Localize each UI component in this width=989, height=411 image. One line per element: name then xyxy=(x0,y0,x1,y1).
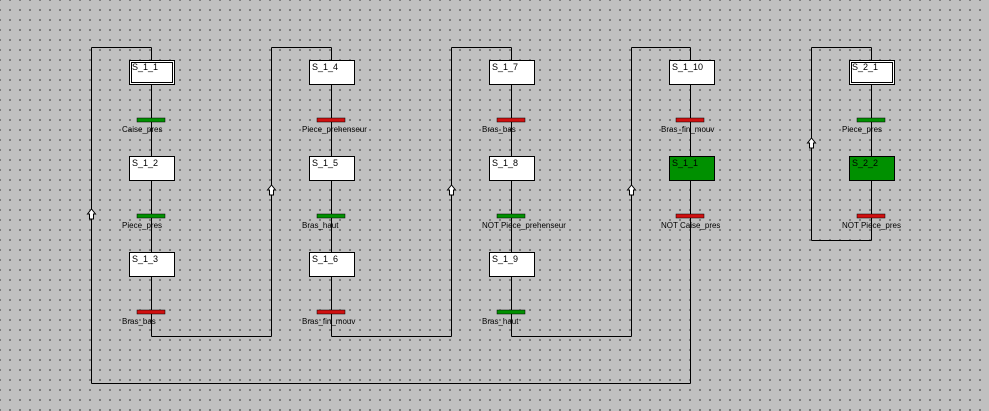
step-label: S_2_2 xyxy=(852,158,878,168)
up-arrow-icon xyxy=(86,208,97,220)
transition-bar[interactable] xyxy=(136,213,166,219)
grafcet1-step[interactable]: S_1_8 xyxy=(489,156,535,181)
step-label: S_1_2 xyxy=(132,158,158,168)
step-box[interactable] xyxy=(849,156,895,181)
grafcet1-transition[interactable]: NOT Caise_pres xyxy=(661,213,720,230)
grafcet1-transition[interactable]: Bras_fin_mouv xyxy=(302,309,355,326)
transition-bar[interactable] xyxy=(316,117,346,123)
step-label: S_1_7 xyxy=(492,62,518,72)
return-arrows xyxy=(86,137,817,220)
step-box[interactable] xyxy=(129,156,175,181)
grafcet1-step[interactable]: S_1_4 xyxy=(309,60,355,85)
transition-bar[interactable] xyxy=(316,309,346,315)
step-box[interactable] xyxy=(309,156,355,181)
transition-bar[interactable] xyxy=(136,117,166,123)
transitions-layer: Caise_presPiece_presBras_basPiece_prehen… xyxy=(122,117,901,326)
up-arrow-icon xyxy=(626,184,637,196)
grafcet1-transition[interactable]: NOT Piece_prehenseur xyxy=(482,213,566,230)
grafcet2-step[interactable]: S_2_2 xyxy=(849,156,895,181)
transition-condition: Bras_bas xyxy=(122,317,156,326)
grafcet1-transition[interactable]: Bras_bas xyxy=(122,309,166,326)
step-label: S_1_1 xyxy=(672,158,698,168)
grafcet1-step[interactable]: S_1_6 xyxy=(309,252,355,277)
step-label: S_1_10 xyxy=(672,62,703,72)
step-box[interactable] xyxy=(309,60,355,85)
grafcet1-transition[interactable]: Bras_bas xyxy=(482,117,526,134)
grafcet1-step[interactable]: S_1_3 xyxy=(129,252,175,277)
step-label: S_2_1 xyxy=(852,62,878,72)
step-label: S_1_5 xyxy=(312,158,338,168)
grafcet2-step[interactable]: S_2_1 xyxy=(849,60,895,85)
grafcet1-transition[interactable]: Caise_pres xyxy=(122,117,166,134)
transition-condition: Piece_prehenseur xyxy=(302,125,367,134)
step-box[interactable] xyxy=(129,60,175,85)
grafcet1-transition[interactable]: Bras_haut xyxy=(482,309,526,326)
grafcet1-step[interactable]: S_1_7 xyxy=(489,60,535,85)
grafcet1-transition[interactable]: Piece_pres xyxy=(122,213,166,230)
initial-step-marker xyxy=(131,62,173,83)
link-lines xyxy=(91,47,872,384)
grafcet1-step[interactable]: S_1_1 xyxy=(669,156,715,181)
grafcet1-transition[interactable]: Bras_fin_mouv xyxy=(661,117,714,134)
transition-bar[interactable] xyxy=(856,117,886,123)
transition-condition: Piece_pres xyxy=(122,221,162,230)
grafcet1-step[interactable]: S_1_9 xyxy=(489,252,535,277)
transition-bar[interactable] xyxy=(856,213,886,219)
transition-condition: NOT Piece_prehenseur xyxy=(482,221,566,230)
step-box[interactable] xyxy=(309,252,355,277)
grafcet1-transition[interactable]: Bras_haut xyxy=(302,213,346,230)
transition-condition: Bras_bas xyxy=(482,125,516,134)
transition-bar[interactable] xyxy=(496,309,526,315)
step-box[interactable] xyxy=(129,252,175,277)
step-box[interactable] xyxy=(489,156,535,181)
step-label: S_1_4 xyxy=(312,62,338,72)
up-arrow-icon xyxy=(806,137,817,149)
up-arrow-icon xyxy=(266,184,277,196)
transition-condition: Bras_fin_mouv xyxy=(661,125,714,134)
transition-bar[interactable] xyxy=(136,309,166,315)
grafcet1-transition[interactable]: Piece_prehenseur xyxy=(302,117,367,134)
step-label: S_1_8 xyxy=(492,158,518,168)
step-box[interactable] xyxy=(489,252,535,277)
grafcet1-step[interactable]: S_1_2 xyxy=(129,156,175,181)
initial-step-marker xyxy=(851,62,893,83)
transition-condition: Piece_pres xyxy=(842,125,882,134)
transition-condition: NOT Caise_pres xyxy=(661,221,720,230)
transition-bar[interactable] xyxy=(675,117,705,123)
grafcet1-step[interactable]: S_1_5 xyxy=(309,156,355,181)
grafcet1-step[interactable]: S_1_10 xyxy=(669,60,715,85)
transition-condition: Bras_haut xyxy=(302,221,339,230)
step-label: S_1_9 xyxy=(492,254,518,264)
grafcet2-transition[interactable]: NOT Piece_pres xyxy=(842,213,901,230)
transition-bar[interactable] xyxy=(316,213,346,219)
transition-bar[interactable] xyxy=(496,117,526,123)
transition-condition: Bras_haut xyxy=(482,317,519,326)
step-label: S_1_3 xyxy=(132,254,158,264)
step-label: S_1_1 xyxy=(132,62,158,72)
grafcet2-transition[interactable]: Piece_pres xyxy=(842,117,886,134)
step-box[interactable] xyxy=(669,60,715,85)
transition-condition: NOT Piece_pres xyxy=(842,221,901,230)
transition-bar[interactable] xyxy=(496,213,526,219)
step-box[interactable] xyxy=(669,156,715,181)
steps-layer: S_1_1S_1_2S_1_3S_1_4S_1_5S_1_6S_1_7S_1_8… xyxy=(129,60,895,277)
up-arrow-icon xyxy=(446,184,457,196)
transition-condition: Caise_pres xyxy=(122,125,162,134)
step-box[interactable] xyxy=(849,60,895,85)
transition-bar[interactable] xyxy=(675,213,705,219)
step-label: S_1_6 xyxy=(312,254,338,264)
transition-condition: Bras_fin_mouv xyxy=(302,317,355,326)
step-box[interactable] xyxy=(489,60,535,85)
grafcet1-step[interactable]: S_1_1 xyxy=(129,60,175,85)
